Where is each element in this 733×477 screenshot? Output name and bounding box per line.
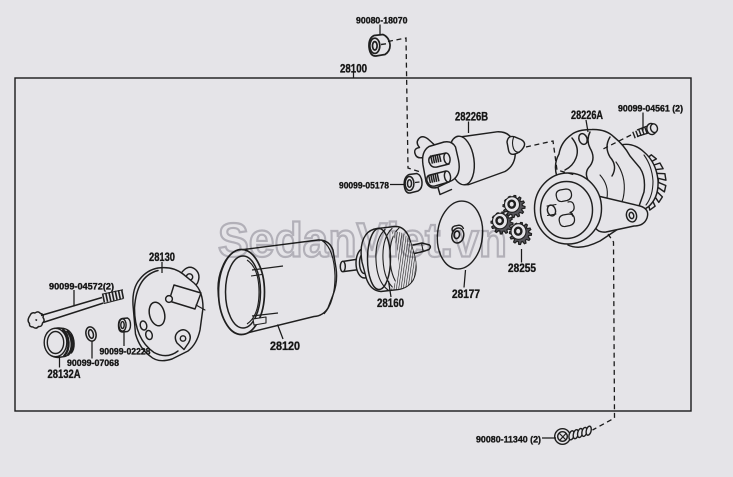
svg-text:28226A: 28226A xyxy=(571,110,603,122)
svg-text:SedanViet.vn: SedanViet.vn xyxy=(218,214,507,267)
svg-text:28132A: 28132A xyxy=(48,369,81,381)
svg-text:28160: 28160 xyxy=(377,298,404,310)
svg-text:90080-18070: 90080-18070 xyxy=(356,16,408,27)
svg-text:28226B: 28226B xyxy=(455,112,488,124)
svg-text:90099-04561 (2): 90099-04561 (2) xyxy=(618,104,683,115)
svg-text:90099-02228: 90099-02228 xyxy=(100,347,151,358)
svg-text:90099-07068: 90099-07068 xyxy=(67,358,119,369)
svg-text:28255: 28255 xyxy=(508,263,537,275)
svg-text:90080-11340 (2): 90080-11340 (2) xyxy=(476,435,541,446)
svg-text:28130: 28130 xyxy=(149,252,175,264)
svg-text:28177: 28177 xyxy=(452,289,480,301)
svg-text:90099-04572(2): 90099-04572(2) xyxy=(49,282,114,293)
svg-text:28100: 28100 xyxy=(340,64,367,76)
svg-text:28120: 28120 xyxy=(270,341,300,353)
svg-text:90099-05178: 90099-05178 xyxy=(339,181,389,192)
